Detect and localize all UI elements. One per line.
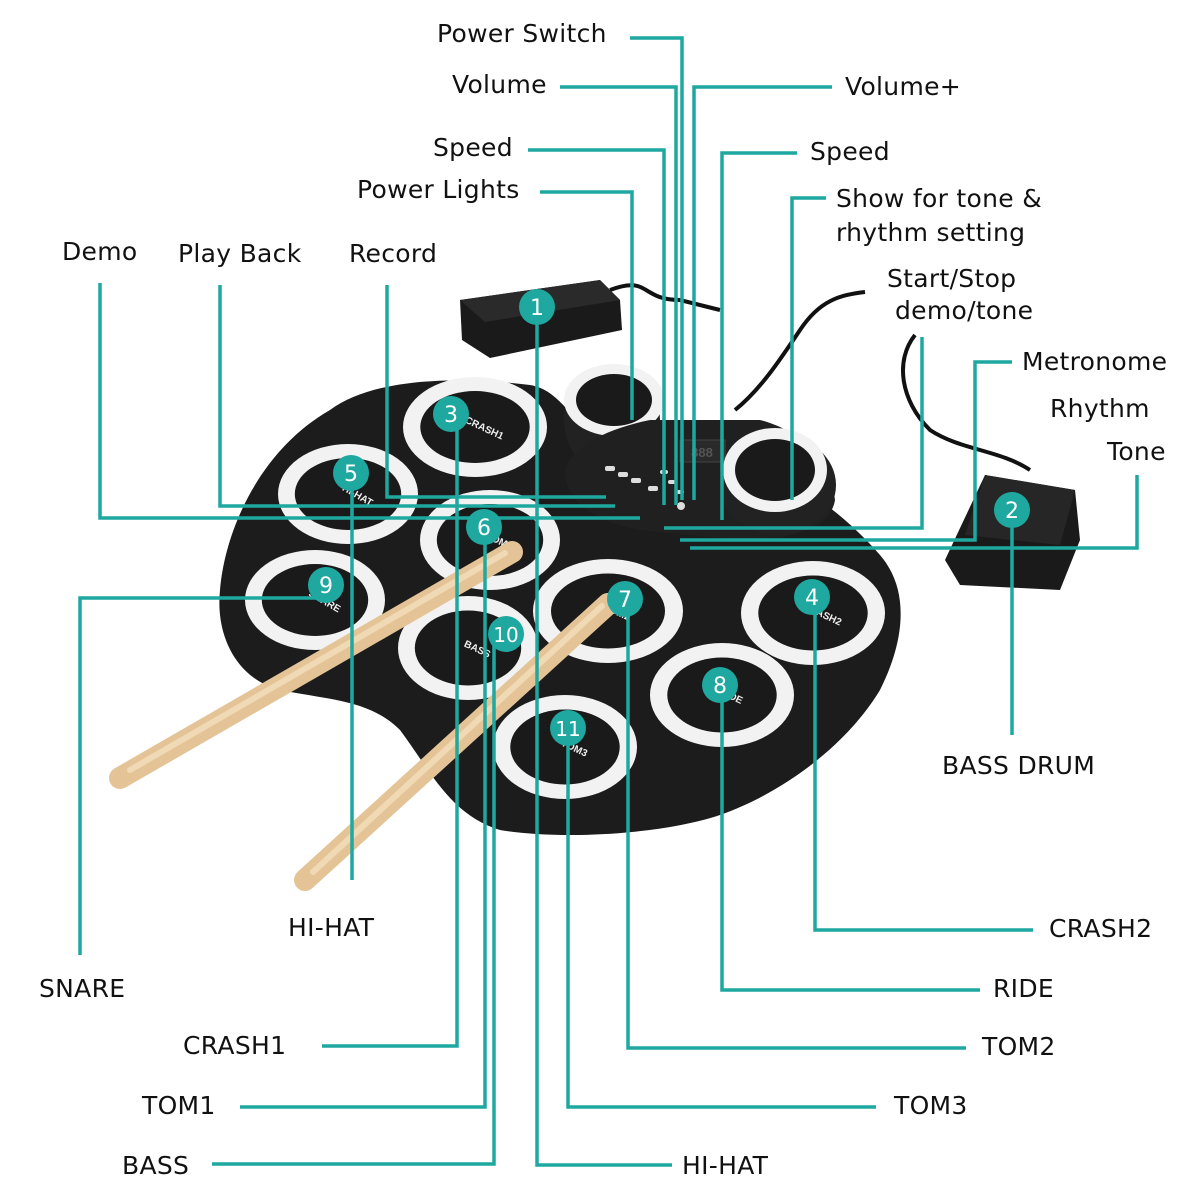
badge-number: 3: [444, 403, 458, 428]
badge-circle: [433, 396, 469, 432]
leader-volume-plus: [692, 85, 832, 500]
label-demo: Demo: [62, 237, 138, 266]
label-tom1: TOM1: [142, 1091, 216, 1120]
leader-speed-left: [528, 148, 666, 505]
badge-6: 6: [466, 509, 502, 545]
leader-tom1: [240, 530, 487, 1109]
label-start-stop-line2: demo/tone: [895, 296, 1034, 325]
leader-show-tone: [790, 196, 826, 500]
badge-circle: [333, 455, 369, 491]
badge-number: 8: [713, 674, 727, 699]
badge-circle: [702, 667, 738, 703]
raised-pad-right-head: [735, 439, 815, 501]
leader-play-back: [218, 285, 615, 508]
badge-number: 10: [493, 623, 518, 647]
label-tom2: TOM2: [982, 1032, 1056, 1061]
lcd-display-text: 888: [691, 445, 713, 460]
label-metronome: Metronome: [1022, 347, 1168, 376]
label-volume-minus: Volume: [452, 70, 547, 99]
badge-1: 1: [519, 289, 555, 325]
pedal2-cable: [901, 333, 1032, 472]
label-start-stop-line1: Start/Stop: [887, 264, 1017, 293]
label-snare: SNARE: [39, 974, 126, 1003]
badge-7: 7: [607, 581, 643, 617]
leader-record: [385, 285, 606, 499]
badge-circle: [488, 616, 524, 652]
label-crash1: CRASH1: [183, 1031, 287, 1060]
badge-number: 9: [319, 574, 333, 599]
leader-tom3: [566, 730, 876, 1109]
badge-number: 11: [555, 717, 580, 741]
leader-crash1: [322, 410, 459, 1048]
leader-crash2: [813, 598, 1033, 932]
badge-circle: [308, 567, 344, 603]
label-power-switch: Power Switch: [437, 19, 607, 48]
leader-bass: [212, 638, 496, 1166]
badge-number: 6: [477, 516, 491, 541]
badge-number: 5: [344, 462, 358, 487]
label-tone: Tone: [1107, 437, 1166, 466]
label-bass: BASS: [122, 1151, 190, 1180]
badge-number: 4: [805, 586, 819, 611]
leader-volume-minus: [560, 85, 678, 505]
label-speed-right: Speed: [810, 137, 890, 166]
badge-9: 9: [308, 567, 344, 603]
badge-circle: [466, 509, 502, 545]
label-record: Record: [349, 239, 438, 268]
module-button[interactable]: [605, 466, 615, 471]
badge-11: 11: [550, 710, 586, 746]
leader-demo: [98, 283, 640, 520]
power-button[interactable]: [677, 502, 685, 510]
raised-pad-left-head: [576, 374, 652, 426]
badge-circle: [519, 289, 555, 325]
module-button[interactable]: [618, 472, 628, 477]
module-button[interactable]: [668, 480, 676, 484]
module-button[interactable]: [631, 478, 641, 483]
drum-pad-crash1[interactable]: CRASH1: [403, 377, 547, 477]
leader-snare: [78, 596, 318, 955]
badge-3: 3: [433, 396, 469, 432]
label-crash2: CRASH2: [1049, 914, 1153, 943]
label-hihat-bottom: HI-HAT: [682, 1151, 769, 1180]
leader-speed-right: [720, 151, 797, 520]
leader-power-switch: [630, 36, 684, 500]
label-show-tone-line1: Show for tone &: [836, 184, 1042, 213]
leader-power-lights: [540, 190, 634, 420]
leader-metronome: [680, 360, 1012, 542]
badge-circle: [607, 581, 643, 617]
module-button[interactable]: [648, 486, 658, 491]
pad-head: [294, 458, 402, 530]
badge-4: 4: [794, 579, 830, 615]
module-cable: [733, 290, 866, 412]
badge-number: 2: [1005, 499, 1019, 524]
label-bass-drum: BASS DRUM: [942, 751, 1096, 780]
label-power-lights: Power Lights: [357, 175, 520, 204]
label-tom3: TOM3: [894, 1091, 968, 1120]
badge-number: 7: [618, 588, 632, 613]
label-show-tone-line2: rhythm setting: [836, 218, 1026, 247]
badge-8: 8: [702, 667, 738, 703]
leader-ride: [720, 688, 980, 992]
label-volume-plus: Volume+: [845, 72, 962, 101]
badge-5: 5: [333, 455, 369, 491]
badge-circle: [994, 492, 1030, 528]
badge-circle: [794, 579, 830, 615]
label-play-back: Play Back: [178, 239, 302, 268]
badge-number: 1: [530, 296, 544, 321]
leader-hihat-bottom: [535, 310, 672, 1167]
label-hihat-mid: HI-HAT: [288, 913, 375, 942]
label-speed-left: Speed: [433, 133, 513, 162]
leader-tom2: [626, 600, 966, 1050]
leader-start-stop: [664, 337, 924, 530]
label-rhythm: Rhythm: [1050, 394, 1150, 423]
leader-tone: [690, 475, 1139, 550]
lcd-display: [679, 439, 726, 463]
badge-2: 2: [994, 492, 1030, 528]
badge-circle: [550, 710, 586, 746]
drum-stick-left-highlight: [127, 550, 508, 773]
label-ride: RIDE: [993, 974, 1054, 1003]
badge-10: 10: [488, 616, 524, 652]
